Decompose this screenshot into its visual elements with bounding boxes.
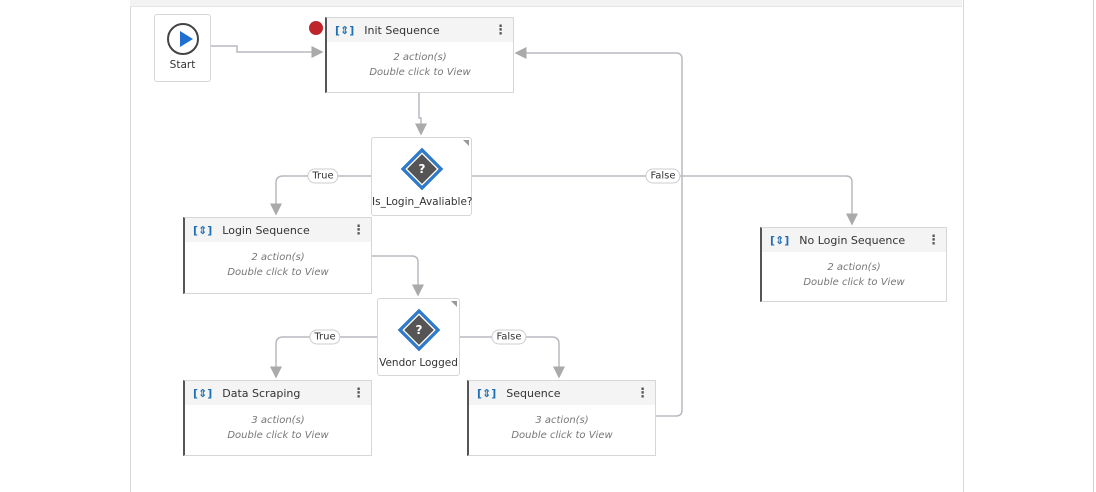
wire-start-init [210,45,324,58]
decision-label: Vendor Logged [379,357,458,369]
sequence-data-scraping[interactable]: [⇕] Data Scraping ⋮ 3 action(s) Double clic… [183,380,372,456]
wire-init-decision1 [415,92,427,136]
view-hint: Double click to View [803,277,905,288]
true-branch-label: True [309,329,341,345]
wire-decision2-false [459,336,565,379]
action-count: 3 action(s) [535,415,589,426]
start-node[interactable]: Start [154,14,211,82]
sequence-no-login[interactable]: [⇕] No Login Sequence ⋮ 2 action(s) Double … [760,227,947,302]
vertical-ellipsis-icon[interactable]: ⋮ [927,232,940,248]
action-count: 2 action(s) [393,52,447,63]
vertical-ellipsis-icon[interactable]: ⋮ [636,385,649,401]
canvas-header [130,0,962,7]
sequence-icon: [⇕] [477,386,497,400]
action-count: 2 action(s) [827,262,881,273]
false-branch-label: False [491,329,527,345]
sequence-title: Login Sequence [222,223,310,237]
sequence-title: Init Sequence [364,23,440,37]
view-hint: Double click to View [369,67,471,78]
sequence-icon: [⇕] [193,223,213,237]
decision-label: Is_Login_Avaliable? [372,196,473,208]
wire-decision1-false [471,175,858,226]
view-hint: Double click to View [227,267,329,278]
action-count: 3 action(s) [251,415,305,426]
sequence-title: No Login Sequence [799,233,906,247]
vertical-ellipsis-icon[interactable]: ⋮ [494,22,507,38]
view-hint: Double click to View [511,430,613,441]
sequence-sequence[interactable]: [⇕] Sequence ⋮ 3 action(s) Double click to … [467,380,656,456]
side-divider [1093,0,1094,492]
wire-decision2-true [270,336,377,379]
wire-login-decision2 [371,255,424,297]
view-hint: Double click to View [227,430,329,441]
question-diamond-icon: ? [400,147,443,191]
corner-indicator [451,301,457,307]
sequence-init[interactable]: [⇕] Init Sequence ⋮ 2 action(s) Double clic… [325,17,514,93]
wire-sequence-init [514,47,683,417]
false-branch-label: False [645,168,681,184]
start-label: Start [169,59,196,71]
question-diamond-icon: ? [397,308,440,352]
sequence-title: Data Scraping [222,386,301,400]
sequence-icon: [⇕] [193,386,213,400]
action-count: 2 action(s) [251,252,305,263]
decision-vendor-logged[interactable]: ? Vendor Logged [377,298,460,376]
play-icon [166,23,199,55]
wire-decision1-true [270,175,371,216]
corner-indicator [463,140,469,146]
vertical-ellipsis-icon[interactable]: ⋮ [352,385,365,401]
true-branch-label: True [307,168,339,184]
sequence-icon: [⇕] [770,233,790,247]
decision-is-login-available[interactable]: ? Is_Login_Avaliable? [371,137,473,216]
vertical-ellipsis-icon[interactable]: ⋮ [352,222,365,238]
breakpoint-dot[interactable] [309,21,323,35]
sequence-icon: [⇕] [335,23,355,37]
sequence-title: Sequence [506,386,561,400]
sequence-login[interactable]: [⇕] Login Sequence ⋮ 2 action(s) Double cli… [183,217,372,294]
